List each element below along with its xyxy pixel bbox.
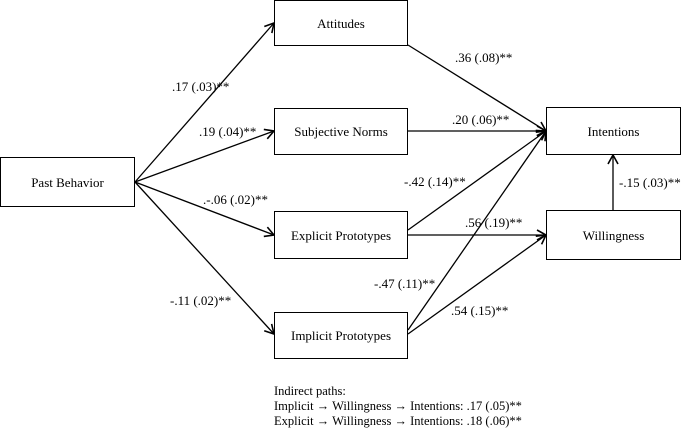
label-pb-explicit: .-.06 (.02)** (203, 192, 268, 207)
arrow-implicit-prototypes-to-willingness (407, 234, 548, 335)
label-willingness-intentions: -.15 (.03)** (619, 175, 681, 190)
node-implicit-prototypes: Implicit Prototypes (274, 312, 408, 359)
node-intentions: Intentions (546, 107, 681, 155)
node-subjective-norms: Subjective Norms (274, 108, 408, 155)
indirect-paths-title: Indirect paths: (274, 384, 346, 398)
arrow-attitudes-to-intentions (407, 44, 548, 132)
arrow-explicit-prototypes-to-intentions (407, 130, 548, 231)
node-willingness: Willingness (546, 210, 681, 260)
label-implicit-intentions: -.47 (.11)** (374, 276, 436, 291)
indirect-path-explicit: Explicit → Willingness → Intentions: .18… (274, 414, 522, 428)
arrow-implicit-prototypes-to-intentions (407, 129, 547, 331)
node-explicit-prototypes: Explicit Prototypes (274, 211, 408, 259)
arrow-past-behavior-to-subjective-norms (134, 128, 276, 183)
label-attitudes-intentions: .36 (.08)** (455, 50, 513, 65)
label-explicit-willingness: .56 (.19)** (465, 215, 523, 230)
label-explicit-intentions: -.42 (.14)** (404, 174, 466, 189)
label-implicit-willingness: .54 (.15)** (451, 303, 509, 318)
node-past-behavior: Past Behavior (0, 157, 135, 207)
label-pb-attitudes: .17 (.03)** (172, 79, 230, 94)
arrow-past-behavior-to-implicit-prototypes (134, 181, 276, 336)
label-pb-implicit: -.11 (.02)** (170, 293, 232, 308)
node-attitudes: Attitudes (274, 0, 408, 46)
indirect-paths-note: Indirect paths: Implicit → Willingness →… (274, 384, 522, 429)
arrow-past-behavior-to-attitudes (134, 21, 276, 183)
label-norms-intentions: .20 (.06)** (452, 112, 510, 127)
arrow-past-behavior-to-explicit-prototypes (134, 181, 276, 238)
indirect-path-implicit: Implicit → Willingness → Intentions: .17… (274, 399, 522, 413)
label-pb-norms: .19 (.04)** (199, 124, 257, 139)
